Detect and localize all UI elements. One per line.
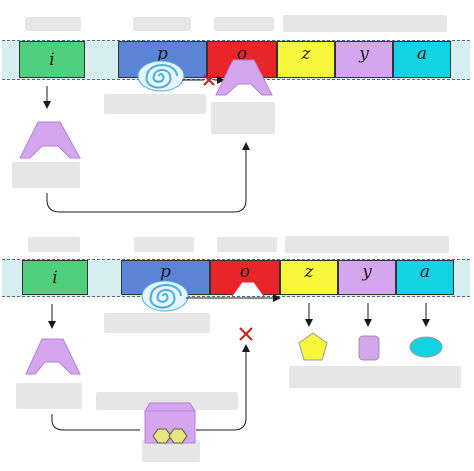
top-arrow-repressor-to-operator [46,142,250,213]
top-gene-i: i [19,41,85,78]
repressor-protein-icon [25,338,81,375]
enzyme-ellipse-icon [409,336,443,358]
top-label-structural-genes[interactable] [283,15,447,32]
bottom-label-structural-genes[interactable] [285,236,449,253]
bottom-label-rna-polymerase[interactable] [104,313,210,333]
bottom-gene-y: y [338,260,396,295]
blocked-x-icon [203,74,215,86]
top-gene-y-label: y [359,43,369,64]
top-label-o[interactable] [214,17,274,31]
bottom-gene-i-label: i [52,267,58,288]
top-gene-i-label: i [49,49,55,70]
bottom-gene-o-label: o [239,261,251,282]
bottom-label-repressor[interactable] [16,383,82,409]
top-label-repressor-free[interactable] [12,162,80,188]
bottom-gene-a-label: a [419,261,431,282]
enzyme-rounded-rect-icon [358,335,380,361]
bottom-gene-z: z [280,260,338,295]
blocked-x-icon [239,327,253,341]
bottom-label-enzymes[interactable] [289,366,461,388]
bottom-label-inactive-repressor[interactable] [142,440,200,462]
top-gene-a-label: a [416,43,428,64]
bottom-operator-free-site [231,281,265,297]
inducer-molecule-icon [152,428,188,444]
top-gene-o-label: o [236,43,248,64]
bottom-label-p[interactable] [134,237,194,252]
rna-polymerase-icon [141,280,189,312]
bottom-gene-z-label: z [304,261,314,282]
bottom-gene-y-label: y [362,261,372,282]
bottom-arrow-loop-2 [196,344,250,431]
top-label-repressor-bound[interactable] [211,102,275,134]
top-gene-p-label: p [157,43,168,64]
enzyme-pentagon-icon [298,332,328,361]
top-label-rna-polymerase[interactable] [104,94,206,114]
bottom-gene-p-label: p [160,261,171,282]
bottom-label-i[interactable] [28,237,80,252]
bottom-arrow-loop [51,414,140,431]
bottom-label-inducer[interactable] [96,392,238,410]
top-gene-z: z [277,41,335,78]
top-gene-z-label: z [301,43,311,64]
bottom-label-o[interactable] [217,237,277,252]
repressor-protein-icon [19,121,81,159]
top-gene-y: y [335,41,393,78]
top-gene-a: a [393,41,451,78]
top-label-i[interactable] [25,17,81,31]
bottom-gene-i: i [22,260,88,295]
repressor-protein-icon [215,59,273,96]
rna-polymerase-icon [137,60,185,92]
bottom-gene-a: a [396,260,454,295]
top-label-p[interactable] [133,17,191,31]
